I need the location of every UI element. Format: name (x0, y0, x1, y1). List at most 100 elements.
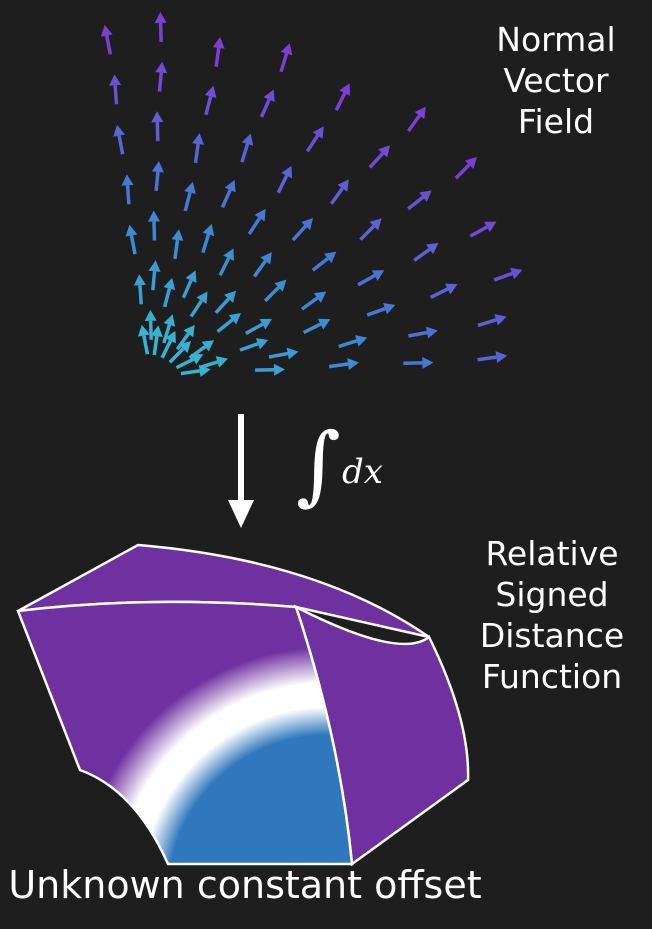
vector-arrow (214, 47, 221, 68)
vector-arrow (155, 122, 160, 142)
vector-arrow (408, 330, 428, 338)
vector-arrow (181, 279, 193, 299)
vector-arrowhead (100, 24, 113, 37)
vector-arrowhead (151, 160, 164, 173)
vector-arrowhead (165, 330, 176, 344)
vector-arrowhead (201, 340, 215, 352)
vector-arrowhead (324, 251, 337, 264)
vector-arrowhead (355, 335, 368, 347)
vector-arrowhead (185, 270, 197, 283)
caption: Unknown constant offset (8, 863, 482, 907)
vector-arrowhead (464, 156, 477, 170)
vector-arrowhead (281, 165, 293, 179)
vector-arrow (338, 339, 358, 349)
vector-arrow (180, 369, 200, 376)
vector-arrow (276, 174, 289, 194)
vector-arrowhead (371, 270, 385, 281)
sdf-front-face (16, 600, 354, 866)
vector-arrow (406, 114, 421, 133)
vector-arrow (113, 85, 119, 105)
vector-arrowhead (414, 106, 426, 120)
vector-arrow (245, 322, 264, 335)
vector-arrowhead (212, 37, 225, 49)
vector-arrowhead (419, 190, 432, 202)
vector-arrow (366, 306, 386, 317)
vector-arrow (204, 95, 213, 116)
vector-arrow (247, 217, 262, 235)
vector-arrow (220, 189, 232, 209)
vector-arrowhead (510, 267, 523, 280)
vector-arrow (154, 171, 160, 192)
vector-arrow (162, 324, 172, 344)
vector-arrow (189, 299, 203, 318)
vector-arrow (148, 320, 153, 340)
vector-arrowhead (147, 210, 160, 222)
vector-arrow (493, 271, 513, 282)
vector-arrowhead (113, 124, 126, 137)
vector-arrowhead (151, 111, 164, 123)
vector-arrowhead (137, 324, 150, 337)
integral-operator: ∫ dx (296, 422, 383, 508)
vector-arrowhead (215, 356, 228, 368)
vector-arrow (429, 287, 449, 300)
vector-arrowhead (144, 309, 157, 321)
vector-arrowhead (383, 302, 396, 315)
vector-arrow (160, 339, 173, 359)
vector-arrow (357, 274, 376, 287)
vector-arrowhead (254, 208, 266, 222)
vector-arrowhead (426, 242, 439, 255)
vector-arrow (302, 322, 322, 335)
vector-arrow (329, 187, 344, 205)
vector-arrowhead (183, 324, 195, 338)
vector-arrow (183, 192, 192, 212)
vector-arrow (268, 351, 289, 359)
vector-arrow (175, 357, 195, 370)
vector-arrowhead (241, 133, 254, 146)
vector-arrow (142, 335, 150, 355)
vector-arrow (218, 257, 231, 277)
vector-arrow (173, 239, 180, 260)
vector-arrowhead (369, 218, 382, 231)
vector-arrow (477, 318, 497, 328)
vector-arrowhead (179, 340, 192, 353)
vector-arrow (291, 224, 307, 242)
vector-arrow (105, 35, 113, 55)
vector-arrow (328, 362, 349, 369)
vector-arrowhead (280, 43, 293, 56)
vector-arrowhead (317, 318, 331, 330)
vector-arrow (259, 98, 271, 118)
vector-arrowhead (196, 291, 208, 304)
vector-arrowhead (171, 229, 184, 241)
vector-arrow (334, 92, 347, 111)
vector-arrowhead (286, 347, 299, 360)
vector-arrowhead (223, 248, 234, 261)
integral-icon: ∫ (296, 415, 341, 515)
vector-arrow (311, 257, 329, 272)
vector-arrow (240, 143, 250, 163)
vector-arrowhead (150, 325, 163, 337)
vector-arrow (201, 233, 211, 254)
vector-arrow (300, 296, 319, 311)
vector-arrow (368, 152, 384, 169)
vector-arrow (129, 235, 137, 255)
vector-arrow (359, 224, 376, 241)
vector-arrowhead (312, 126, 324, 139)
normal-vector-field (100, 11, 523, 377)
vector-arrowhead (125, 224, 138, 237)
vector-arrowhead (204, 85, 217, 98)
vector-arrowhead (313, 291, 327, 303)
vector-arrowhead (494, 314, 507, 326)
vector-arrowhead (192, 133, 205, 145)
vector-arrow (407, 195, 425, 211)
vector-arrow (263, 286, 280, 303)
sdf-shell-shape (16, 543, 470, 867)
vector-arrowhead (495, 351, 508, 364)
vector-arrow (239, 342, 259, 352)
vector-arrowhead (121, 174, 134, 186)
vector-arrow (158, 22, 163, 42)
vector-arrowhead (154, 11, 167, 24)
vector-arrow (305, 134, 320, 153)
vector-arrow (413, 247, 431, 262)
vector-arrow (454, 163, 471, 180)
